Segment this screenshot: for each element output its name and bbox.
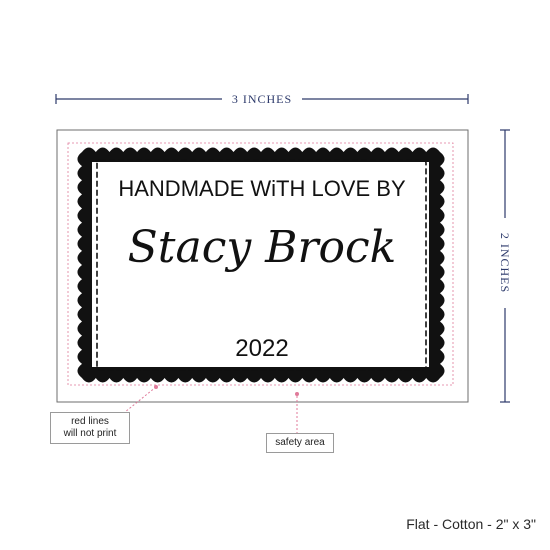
stitch-line bbox=[96, 159, 427, 371]
label-year: 2022 bbox=[235, 335, 288, 362]
label-name-script: Stacy Brock bbox=[128, 222, 397, 273]
height-dimension bbox=[500, 129, 510, 403]
height-dimension-label: 2 INCHES bbox=[498, 233, 512, 293]
safety-area-guide bbox=[67, 142, 454, 386]
safety-area-callout: safety area bbox=[266, 433, 334, 453]
label-line-handmade: HANDMADE WiTH LOVE BY bbox=[118, 176, 406, 201]
safety-area-callout-text: safety area bbox=[275, 437, 325, 448]
red-lines-callout-line1: red lines bbox=[71, 416, 109, 427]
label-text-area bbox=[100, 164, 423, 366]
red-lines-callout: red lines will not print bbox=[50, 412, 130, 444]
width-dimension bbox=[55, 94, 469, 104]
product-caption: Flat - Cotton - 2" x 3" bbox=[406, 516, 536, 532]
width-dimension-label: 3 INCHES bbox=[232, 92, 292, 106]
callout-connectors bbox=[124, 385, 299, 433]
red-lines-callout-line2: will not print bbox=[63, 428, 117, 439]
